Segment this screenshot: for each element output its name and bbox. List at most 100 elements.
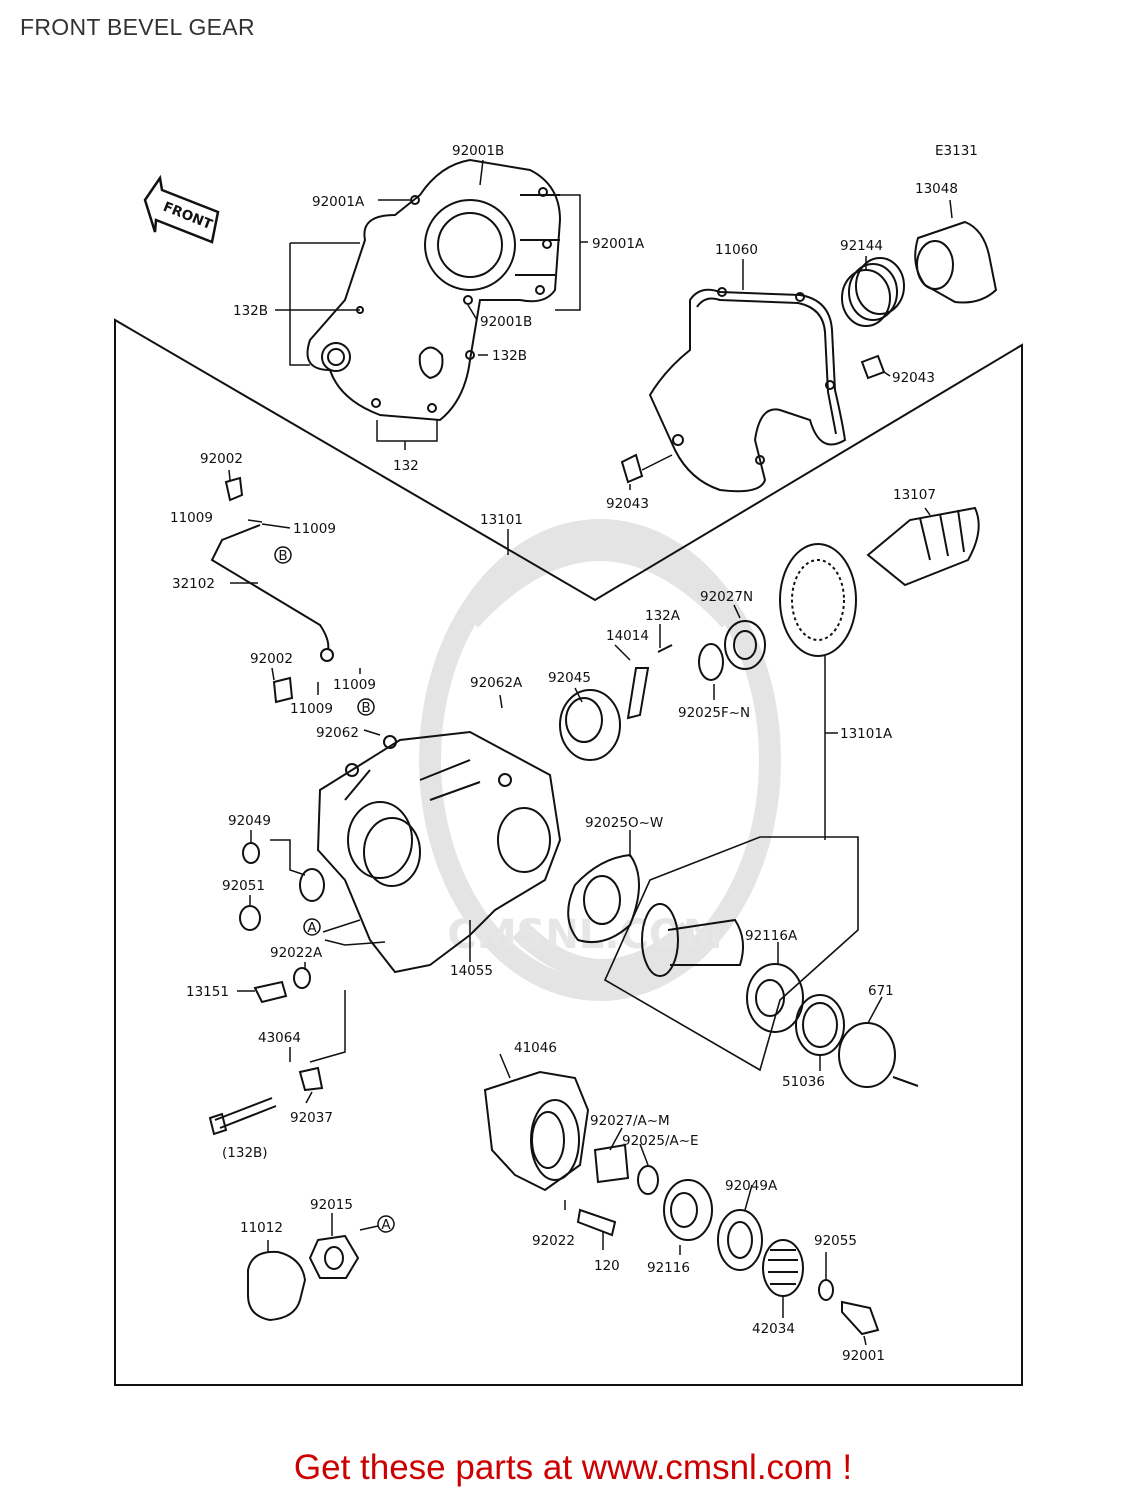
part-label: 92015 (310, 1197, 353, 1213)
part-label: 92037 (290, 1110, 333, 1126)
bearing-92049A-illustration (717, 1209, 763, 1271)
spring-92144-illustration (841, 257, 905, 327)
housing-41046-illustration (483, 1070, 590, 1192)
seal-92051-illustration (239, 868, 325, 931)
front-label: FRONT (161, 199, 216, 233)
part-label: 92001A (592, 236, 645, 252)
bearing-42034-illustration (762, 1239, 804, 1297)
part-label: 41046 (514, 1040, 557, 1056)
part-label: 92062A (470, 675, 523, 691)
part-label: 11009 (333, 677, 376, 693)
callout-b-marker: B (274, 546, 292, 564)
part-label: 14055 (450, 963, 493, 979)
collar-92027AM-illustration (593, 1143, 630, 1184)
svg-text:B: B (361, 700, 370, 716)
part-label: 132A (645, 608, 681, 624)
part-label: 92116 (647, 1260, 690, 1276)
part-label: 11012 (240, 1220, 283, 1236)
footer-cta-link[interactable]: Get these parts at www.cmsnl.com ! (293, 1448, 853, 1487)
svg-text:A: A (381, 1217, 391, 1233)
diagram-code: E3131 (935, 143, 978, 159)
shim-92025FN-illustration (698, 643, 724, 681)
gear-13107-illustration (779, 506, 980, 657)
seal-92049-illustration (242, 842, 260, 864)
leader-lines (228, 159, 953, 1346)
part-label: 13101 (480, 512, 523, 528)
part-label: 92043 (606, 496, 649, 512)
shim-51036-illustration (795, 994, 845, 1056)
part-label: 92027/A~M (590, 1113, 670, 1129)
part-label: 13048 (915, 181, 958, 197)
part-label: 11009 (170, 510, 213, 526)
bearing-92116A-illustration (746, 963, 804, 1033)
part-label: 92022 (532, 1233, 575, 1249)
part-label: 92022A (270, 945, 323, 961)
bearing-92116-illustration (663, 1179, 713, 1241)
clamp-92037-illustration (298, 1066, 324, 1092)
frame-outline (114, 318, 1023, 1386)
part-label: 43064 (258, 1030, 301, 1046)
cover-132-illustration (306, 158, 562, 422)
stopper-14014-illustration (626, 644, 673, 720)
part-labels: E3131 92001B 92001A 92001A 92001B 132B 1… (170, 143, 978, 1364)
yoke-13048-illustration (914, 220, 998, 304)
bolt-132B-illustration (208, 1097, 277, 1136)
part-label: 92025F~N (678, 705, 750, 721)
part-label: 51036 (782, 1074, 825, 1090)
part-label: 92049A (725, 1178, 778, 1194)
part-label: 92002 (200, 451, 243, 467)
nut-92015-illustration (308, 1234, 360, 1279)
pinion-gear-illustration (641, 903, 745, 977)
part-label: 92043 (892, 370, 935, 386)
bolt-92001-illustration (841, 1300, 880, 1336)
part-label: 92001 (842, 1348, 885, 1364)
part-label: 42034 (752, 1321, 795, 1337)
part-label: 92001A (312, 194, 365, 210)
case-14055-illustration (316, 730, 562, 974)
part-label: 92144 (840, 238, 883, 254)
part-label: 132B (233, 303, 268, 319)
exploded-parts-diagram: FRONT (114, 143, 1023, 1386)
part-label: 92055 (814, 1233, 857, 1249)
part-label: 671 (868, 983, 894, 999)
front-arrow-icon: FRONT (143, 174, 220, 244)
part-label: 92027N (700, 589, 753, 605)
part-label: 132B (492, 348, 527, 364)
sensor-13151-illustration (253, 980, 288, 1004)
pinion-box-outline (603, 836, 859, 1072)
o-ring-92022A-illustration (293, 967, 311, 989)
part-label: 13107 (893, 487, 936, 503)
callout-b-marker: B (357, 698, 375, 716)
part-label: 92062 (316, 725, 359, 741)
part-label: 11060 (715, 242, 758, 258)
part-label: 14014 (606, 628, 649, 644)
cap-11012-illustration (247, 1250, 307, 1322)
part-label: 92001B (452, 143, 504, 159)
o-ring-92055-illustration (818, 1279, 834, 1301)
part-label: 92045 (548, 670, 591, 686)
shim-92025AE-illustration (637, 1165, 659, 1195)
part-label: 13101A (840, 726, 893, 742)
bolt-120-illustration (576, 1208, 617, 1237)
gasket-11060-illustration (648, 287, 847, 493)
svg-text:B: B (278, 548, 287, 564)
part-label: 92002 (250, 651, 293, 667)
callout-a-marker: A (377, 1215, 395, 1233)
part-label: 120 (594, 1258, 620, 1274)
bearing-92027N-illustration (724, 620, 766, 670)
part-label: 13151 (186, 984, 229, 1000)
part-label: 92001B (480, 314, 532, 330)
oil-pipe-32102-illustration (210, 476, 334, 704)
bearing-92045-illustration (559, 689, 621, 761)
part-label: 132 (393, 458, 419, 474)
part-label: 32102 (172, 576, 215, 592)
part-label: 11009 (293, 521, 336, 537)
part-label: 11009 (290, 701, 333, 717)
part-label: 92049 (228, 813, 271, 829)
part-label: 92051 (222, 878, 265, 894)
part-label: (132B) (222, 1145, 268, 1161)
part-label: 92116A (745, 928, 798, 944)
callout-a-marker: A (303, 918, 321, 936)
o-ring-671-illustration (838, 1022, 919, 1088)
